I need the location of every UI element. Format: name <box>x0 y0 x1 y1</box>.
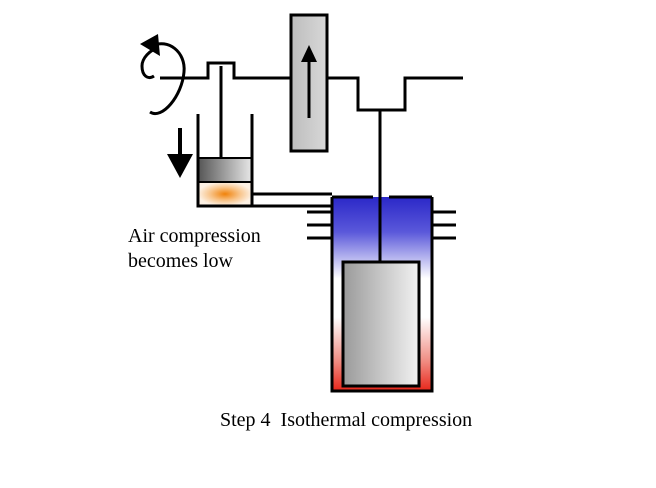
small-piston <box>197 157 253 183</box>
compression-cylinder <box>196 66 254 208</box>
rotation-arrow-icon <box>140 34 186 116</box>
displacer-cylinder <box>330 110 434 393</box>
annotation-line-1: Air compression <box>128 225 261 247</box>
down-arrow-icon <box>167 128 193 178</box>
up-arrow-icon <box>301 45 317 118</box>
cooling-fins-right <box>432 210 456 240</box>
connecting-pipe <box>252 192 332 208</box>
annotation-line-2: becomes low <box>128 250 233 272</box>
step-caption: Step 4 Isothermal compression <box>220 409 473 431</box>
cooling-fins-left <box>307 210 332 240</box>
displacer <box>341 260 421 388</box>
compressed-air <box>198 182 252 206</box>
air-compression-annotation: Air compression becomes low <box>128 224 261 274</box>
